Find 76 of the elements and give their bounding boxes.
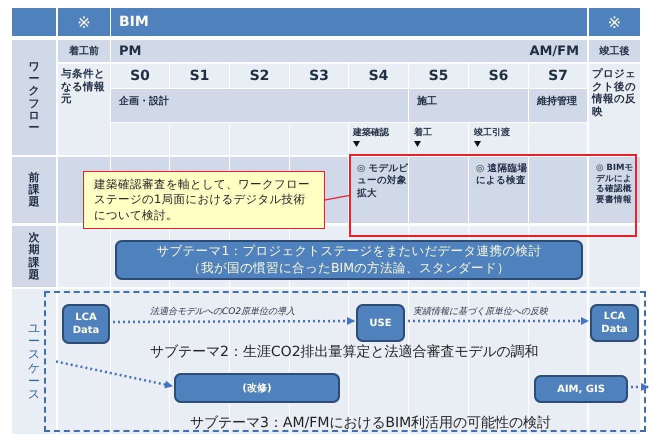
phase-label: AM/FM <box>529 44 579 58</box>
stage-label: S7 <box>548 68 568 84</box>
note-mark: ※ <box>77 12 91 32</box>
phase-band <box>111 89 408 122</box>
highlight-frame <box>349 154 637 237</box>
stage-cell <box>290 64 348 88</box>
stage-label: S6 <box>488 68 508 84</box>
theme-title: （我が国の慣習に合ったBIMの方法論、スタンダード） <box>188 260 510 277</box>
stage-cell <box>529 64 587 88</box>
row-heading: ユースケース <box>28 322 40 402</box>
issue-text: ◎ BIMモデルによる確認概要書情報 <box>596 163 634 206</box>
process-box <box>590 304 639 342</box>
stage-cell <box>111 64 169 88</box>
process-box <box>356 304 405 342</box>
process-box <box>174 373 340 403</box>
process-label: USE <box>369 316 392 330</box>
stage-label: S3 <box>309 68 329 84</box>
stage-label: S2 <box>250 68 270 84</box>
table-cell <box>589 64 640 155</box>
phase-band <box>589 40 640 62</box>
phase-band <box>409 89 528 122</box>
process-label: LCA Data <box>72 311 100 337</box>
note-mark: ※ <box>608 12 622 32</box>
theme-banner <box>115 240 583 280</box>
phase-band <box>58 40 110 62</box>
callout-note <box>83 171 325 229</box>
row-heading: 前課題 <box>28 172 40 208</box>
stage-cell <box>469 64 528 88</box>
row-heading-band <box>12 289 56 434</box>
phase-band <box>111 40 587 62</box>
theme-title: サブテーマ1：プロジェクトステージをまたいだデータ連携の検討 <box>156 243 542 260</box>
stage-label: S5 <box>428 68 448 84</box>
stage-label: S4 <box>368 68 388 84</box>
stage-cell <box>230 64 289 88</box>
heading-text: BIM <box>119 14 149 30</box>
header-band <box>589 8 640 36</box>
stage-label: S1 <box>190 68 210 84</box>
edge-label: 法適合モデルへのCO2原単位の導入 <box>150 306 296 318</box>
row-heading-band <box>12 157 56 223</box>
milestone-label: 着工 <box>414 126 432 139</box>
note-text: 建築確認審査を軸として、ワークフローステージの1局面におけるデジタル技術について検討。 <box>94 176 311 224</box>
stage-cell <box>409 64 468 88</box>
row-label: 与条件となる情報元 <box>61 68 106 106</box>
leader-line <box>324 194 350 201</box>
process-label: LCA Data <box>600 310 629 336</box>
issue-text: ◎ 遠隔臨場による検査 <box>476 163 528 188</box>
phase-band <box>529 89 587 122</box>
row-heading-band <box>12 40 56 155</box>
phase-label: 竣工後 <box>600 44 630 58</box>
dashed-frame <box>44 291 646 432</box>
table-cell <box>58 64 110 155</box>
row-heading: 次期課題 <box>28 232 40 281</box>
header-band <box>58 8 110 36</box>
subtheme-title: サブテーマ2：生涯CO2排出量算定と法適合審査モデルの調和 <box>150 343 539 361</box>
stage-label: S0 <box>130 68 150 84</box>
phase-label: 着工前 <box>69 44 99 58</box>
phase-label: 施工 <box>417 94 437 108</box>
stage-cell <box>170 64 229 88</box>
milestone-label: 竣工引渡 <box>474 126 510 139</box>
row-heading: ワークフロー <box>28 61 40 134</box>
stage-cell <box>349 64 408 88</box>
dotted-arrow <box>56 360 173 388</box>
phase-label: PM <box>119 44 142 58</box>
process-box <box>62 304 110 344</box>
header-band <box>111 8 587 36</box>
phase-label: 維持管理 <box>537 94 577 108</box>
milestone-label: 建築確認 <box>353 126 389 139</box>
issue-text: ◎ モデルビューの対象拡大 <box>357 163 409 200</box>
row-label: プロジェクト後の情報の反映 <box>592 68 637 118</box>
process-label: AIM, GIS <box>557 382 605 396</box>
phase-label: 企画・設計 <box>119 94 169 108</box>
row-heading-band <box>12 226 56 287</box>
process-label: (改修) <box>242 382 272 394</box>
subtheme-title: サブテーマ3：AM/FMにおけるBIM利活用の可能性の検討 <box>190 414 552 432</box>
process-box <box>534 375 628 403</box>
edge-label: 実績情報に基づく原単位への反映 <box>413 306 548 318</box>
